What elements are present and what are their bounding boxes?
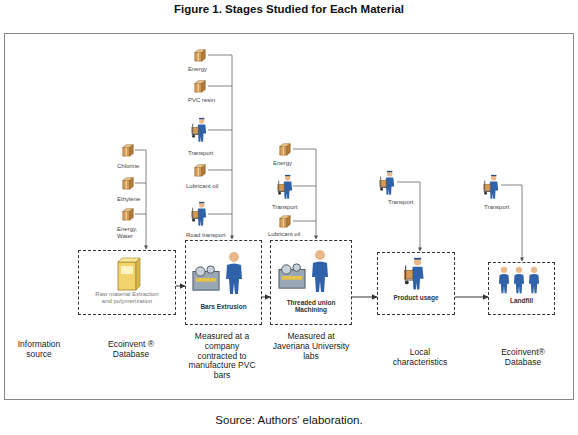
input-label: Lubricant oil (186, 183, 230, 190)
transport-icon (484, 175, 498, 199)
process-stage: Bars Extrusion (185, 240, 262, 325)
material-icon (123, 178, 134, 189)
material-icon (123, 145, 134, 156)
material-icon (123, 209, 134, 220)
input-label: Energy (273, 160, 313, 167)
flow-arrow (352, 297, 377, 298)
process-stage: Threaded union Machining (270, 240, 352, 325)
input-lines (135, 55, 522, 261)
input-arrow (232, 55, 233, 239)
transport-icon (192, 118, 206, 142)
transport-icon (380, 171, 394, 195)
people-icon (499, 267, 509, 294)
input-label: Chlorine (117, 163, 157, 170)
operator-icon (312, 250, 328, 292)
source-note: Local characteristics (390, 348, 450, 368)
input-label: Transport (272, 204, 312, 211)
stage-icons (118, 250, 539, 294)
input-label: Lubricant oil (268, 231, 312, 238)
stage-label: Bars Extrusion (190, 303, 257, 310)
input-arrow (316, 149, 317, 239)
stage-label: Raw material Extraction and polymerizati… (91, 291, 163, 305)
process-stage: Raw material Extraction and polymerizati… (78, 250, 176, 315)
input-label: Transport (388, 199, 428, 206)
input-label: Ethylene (117, 196, 157, 203)
figure-caption: Source: Authors' elaboration. (0, 414, 578, 426)
process-stage: Product usage (377, 252, 455, 315)
input-line (208, 55, 232, 214)
transport-icon (192, 202, 206, 226)
input-arrow (397, 182, 420, 251)
source-note: Ecoinvent® Database (488, 348, 558, 368)
input-label: Energy (188, 66, 228, 73)
source-note: Ecoinvent ® Database (96, 340, 166, 360)
operator-icon (226, 252, 242, 294)
figure-frame (5, 34, 574, 400)
stage-label: Landfill (493, 297, 550, 304)
material-icon (280, 216, 291, 227)
source-note: Measured at Javeriana University labs (268, 332, 354, 361)
input-label: Transport (188, 150, 228, 157)
material-icon (195, 50, 206, 61)
machine-icon (279, 264, 305, 288)
material-icon (195, 81, 206, 92)
people-icon (514, 267, 524, 294)
transport-icon (278, 175, 292, 199)
source-note: Information source (12, 340, 66, 360)
stage-label: Product usage (382, 294, 450, 301)
input-label: Energy, Water (117, 226, 141, 240)
user-icon (404, 258, 423, 290)
input-label: Road transport (186, 232, 232, 239)
input-arrow (501, 185, 522, 261)
figure-title: Figure 1. Stages Studied for Each Materi… (0, 3, 578, 15)
source-note: Measured at a company contracted to manu… (186, 332, 258, 381)
input-icons (123, 50, 498, 227)
input-label: PVC resin (188, 97, 228, 104)
material-icon (280, 144, 291, 155)
input-label: Transport (484, 204, 524, 211)
flow-arrow (176, 286, 185, 287)
container-icon (118, 258, 140, 290)
people-icon (529, 267, 539, 294)
stage-label: Threaded union Machining (285, 299, 337, 314)
process-stage: Landfill (488, 262, 555, 315)
input-line (135, 150, 146, 214)
input-arrow (146, 150, 147, 249)
flow-arrow (455, 297, 488, 298)
input-line (293, 149, 316, 221)
material-icon (195, 165, 206, 176)
flow-arrow (262, 297, 270, 298)
machine-icon (193, 266, 219, 290)
